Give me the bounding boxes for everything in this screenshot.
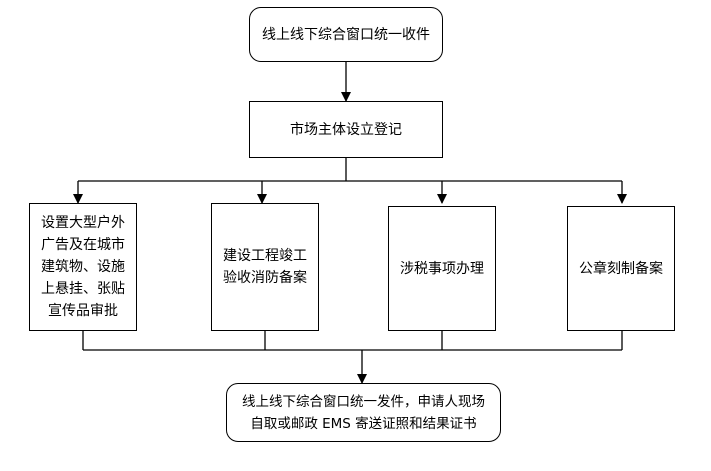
node-branch-tax: 涉税事项办理 <box>388 206 496 331</box>
node-branch-fire-acceptance: 建设工程竣工 验收消防备案 <box>211 203 319 331</box>
node-register: 市场主体设立登记 <box>249 101 443 158</box>
node-end: 线上线下综合窗口统一发件，申请人现场 自取或邮政 EMS 寄送证照和结果证书 <box>226 383 501 442</box>
node-branch-advertising: 设置大型户外 广告及在城市 建筑物、设施 上悬挂、张贴 宣传品审批 <box>29 203 137 331</box>
node-branch-seal: 公章刻制备案 <box>567 206 675 331</box>
node-start: 线上线下综合窗口统一收件 <box>249 7 443 62</box>
